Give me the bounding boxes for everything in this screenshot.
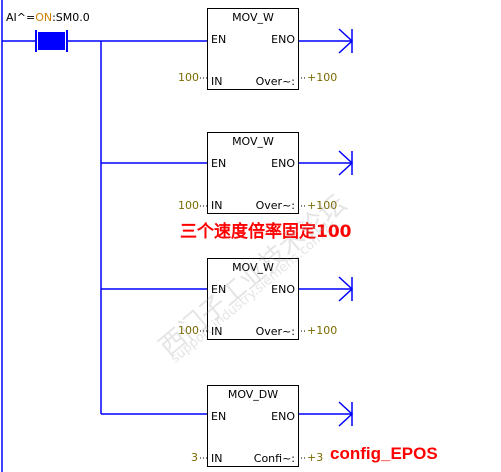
contact-label: AI^=ON:SM0.0 xyxy=(6,12,90,24)
contact-prefix: AI^= xyxy=(6,11,36,24)
pin-in: IN xyxy=(211,75,223,88)
mov-dw-box[interactable]: MOV_DW EN ENO IN Confi~: xyxy=(207,385,299,467)
pin-in: IN xyxy=(211,199,223,212)
mov-w-box-1[interactable]: MOV_W EN ENO IN Over~: xyxy=(207,8,299,90)
box-title: MOV_W xyxy=(232,11,274,24)
pin-eno: ENO xyxy=(271,157,295,170)
eno-coil-4[interactable] xyxy=(298,401,354,427)
in-operand-1[interactable]: 100 xyxy=(178,71,199,84)
contact-address: :SM0.0 xyxy=(52,11,90,24)
pin-en: EN xyxy=(211,410,227,423)
box-title: MOV_W xyxy=(232,135,274,148)
pin-out: Over~: xyxy=(255,325,295,338)
pin-out: Over~: xyxy=(255,75,295,88)
pin-eno: ENO xyxy=(271,283,295,296)
pin-out: Over~: xyxy=(255,199,295,212)
in-operand-4[interactable]: 3 xyxy=(191,451,198,464)
pin-out: Confi~: xyxy=(253,452,295,465)
pin-eno: ENO xyxy=(271,33,295,46)
eno-coil-3[interactable] xyxy=(298,276,354,302)
out-value-3: +100 xyxy=(307,324,338,337)
in-operand-3[interactable]: 100 xyxy=(178,324,199,337)
speed-ratio-note: 三个速度倍率固定100 xyxy=(180,222,352,242)
eno-coil-1[interactable] xyxy=(298,28,354,54)
eno-coil-2[interactable] xyxy=(298,150,354,176)
mov-w-box-3[interactable]: MOV_W EN ENO IN Over~: xyxy=(207,258,299,340)
contact-sm00[interactable] xyxy=(35,30,68,52)
contact-state: ON xyxy=(35,11,53,24)
box-title: MOV_DW xyxy=(227,388,279,401)
in-operand-2[interactable]: 100 xyxy=(178,199,199,212)
mov-w-box-2[interactable]: MOV_W EN ENO IN Over~: xyxy=(207,132,299,214)
pin-en: EN xyxy=(211,33,227,46)
pin-in: IN xyxy=(211,325,223,338)
pin-in: IN xyxy=(211,452,223,465)
config-epos-note: config_EPOS xyxy=(330,444,438,463)
out-value-1: +100 xyxy=(307,71,338,84)
pin-en: EN xyxy=(211,157,227,170)
pin-en: EN xyxy=(211,283,227,296)
pin-eno: ENO xyxy=(271,410,295,423)
out-value-2: +100 xyxy=(307,199,338,212)
box-title: MOV_W xyxy=(232,261,274,274)
out-value-4: +3 xyxy=(307,451,324,464)
